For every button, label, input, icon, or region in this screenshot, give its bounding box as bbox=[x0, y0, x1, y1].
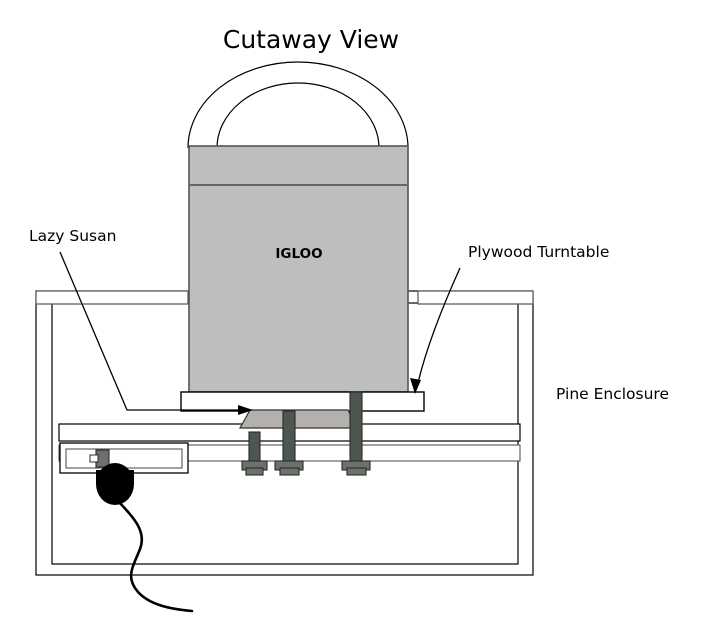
lazy-susan-callout: Lazy Susan bbox=[29, 227, 253, 415]
bolt-1-shaft bbox=[248, 431, 261, 464]
lazy-susan-leader-line bbox=[59, 251, 250, 411]
diagram-title: Cutaway View bbox=[223, 25, 399, 54]
bolt-2-nut bbox=[279, 467, 300, 476]
bolt-1-nut bbox=[245, 467, 264, 476]
lazy-susan-label: Lazy Susan bbox=[29, 227, 116, 245]
plywood-turntable-callout: Plywood Turntable bbox=[410, 243, 609, 394]
bolt-3-shaft bbox=[349, 391, 363, 464]
bolt-2-shaft bbox=[282, 410, 296, 464]
drive-motor bbox=[96, 463, 194, 613]
pine-enclosure-label: Pine Enclosure bbox=[556, 385, 669, 403]
plywood-turntable-leader-line bbox=[416, 267, 461, 388]
handle-outer-arc bbox=[187, 61, 409, 149]
bolt-3-nut bbox=[346, 467, 367, 476]
plywood-turntable-label: Plywood Turntable bbox=[468, 243, 609, 261]
plywood-turntable-arrowhead bbox=[410, 378, 421, 394]
motor-body bbox=[96, 463, 134, 505]
plywood-turntable-board bbox=[180, 391, 425, 412]
bolt-1 bbox=[241, 431, 268, 476]
handle-inner-arc bbox=[216, 82, 380, 149]
bearing-housing-inner bbox=[65, 448, 183, 469]
cooler-handle bbox=[187, 61, 409, 149]
bolt-3 bbox=[341, 391, 371, 476]
motor-power-cord bbox=[116, 499, 194, 613]
enclosure-top-flange-right bbox=[417, 290, 534, 305]
lazy-susan-bearing-housing bbox=[59, 442, 189, 474]
cooler-body bbox=[188, 145, 409, 393]
bearing-block-tab bbox=[89, 454, 99, 463]
lazy-susan-plate bbox=[238, 409, 358, 429]
cooler-brand-label: IGLOO bbox=[275, 246, 322, 262]
bolt-2 bbox=[274, 410, 304, 476]
igloo-cooler: IGLOO bbox=[188, 145, 409, 393]
enclosure-top-flange-left bbox=[35, 290, 189, 305]
lazy-susan-arrowhead bbox=[238, 405, 253, 415]
